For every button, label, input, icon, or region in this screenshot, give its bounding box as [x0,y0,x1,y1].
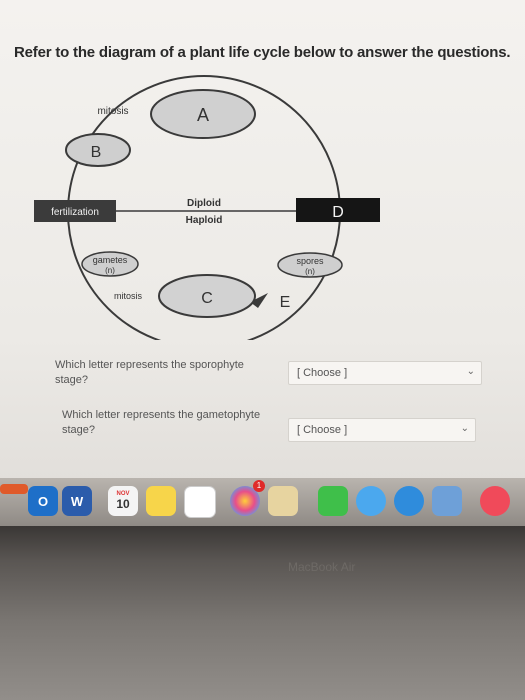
gametophyte-answer-select[interactable]: [ Choose ] ⌄ [288,418,476,442]
gametes-n-label: (n) [105,266,115,275]
sporophyte-answer-select[interactable]: [ Choose ] ⌄ [288,361,482,385]
safari-icon[interactable] [394,486,424,516]
question-2-prompt: Which letter represents the gametophyte … [62,408,260,438]
preview-icon[interactable] [432,486,462,516]
gametes-node [81,251,139,277]
spores-label: spores [296,256,324,266]
news-icon[interactable] [480,486,510,516]
question-2-line1: Which letter represents the gametophyte [62,409,261,421]
laptop-bezel: MacBook Air [0,526,525,700]
cycle-arrow-icon [250,293,268,308]
chevron-down-icon: ⌄ [460,423,469,434]
haploid-label: Haploid [186,215,223,226]
word-icon-label: W [70,493,84,509]
spores-node [277,252,343,278]
outlook-icon[interactable]: O [28,486,58,516]
question-2-line2: stage? [62,424,96,436]
node-d-label: D [332,204,344,221]
diploid-label: Diploid [187,198,221,209]
fertilization-label: fertilization [51,207,99,218]
app-badge-icon[interactable] [0,484,28,494]
messages-icon[interactable] [356,486,386,516]
brand-label: MacBook Air [288,560,356,574]
calendar-day: 10 [116,497,130,511]
node-a-label: A [197,105,209,125]
label-e: E [280,294,291,311]
node-c [158,274,256,318]
fertilization-box [34,200,116,222]
browser-content: Refer to the diagram of a plant life cyc… [0,0,525,480]
folder-icon[interactable] [268,486,298,516]
word-icon[interactable]: W [62,486,92,516]
spores-n-label: (n) [305,267,315,276]
reminders-icon[interactable] [184,486,216,518]
mitosis-top-label: mitosis [97,106,128,117]
node-b [65,133,131,167]
notification-badge: 1 [253,480,265,492]
mitosis-bottom-label: mitosis [114,291,143,301]
node-a [150,89,256,139]
node-c-label: C [201,290,213,307]
calendar-icon[interactable]: NOV 10 [108,486,138,516]
question-1-prompt: Which letter represents the sporophyte s… [55,358,244,388]
chevron-down-icon: ⌄ [466,366,475,377]
node-d [296,198,380,222]
calendar-month: NOV [116,491,130,497]
gametes-label: gametes [93,255,128,265]
node-b-label: B [91,144,102,161]
question-title: Refer to the diagram of a plant life cyc… [14,44,511,61]
dock: O W NOV 10 1 [0,478,525,526]
sporophyte-select-value: [ Choose ] [297,367,348,379]
question-1-line2: stage? [55,374,89,386]
facetime-icon[interactable] [318,486,348,516]
life-cycle-diagram: A B fertilization D Diploid Haploid mito… [34,75,380,340]
gametophyte-select-value: [ Choose ] [297,424,348,436]
question-1-line1: Which letter represents the sporophyte [55,359,244,371]
notes-icon[interactable] [146,486,176,516]
